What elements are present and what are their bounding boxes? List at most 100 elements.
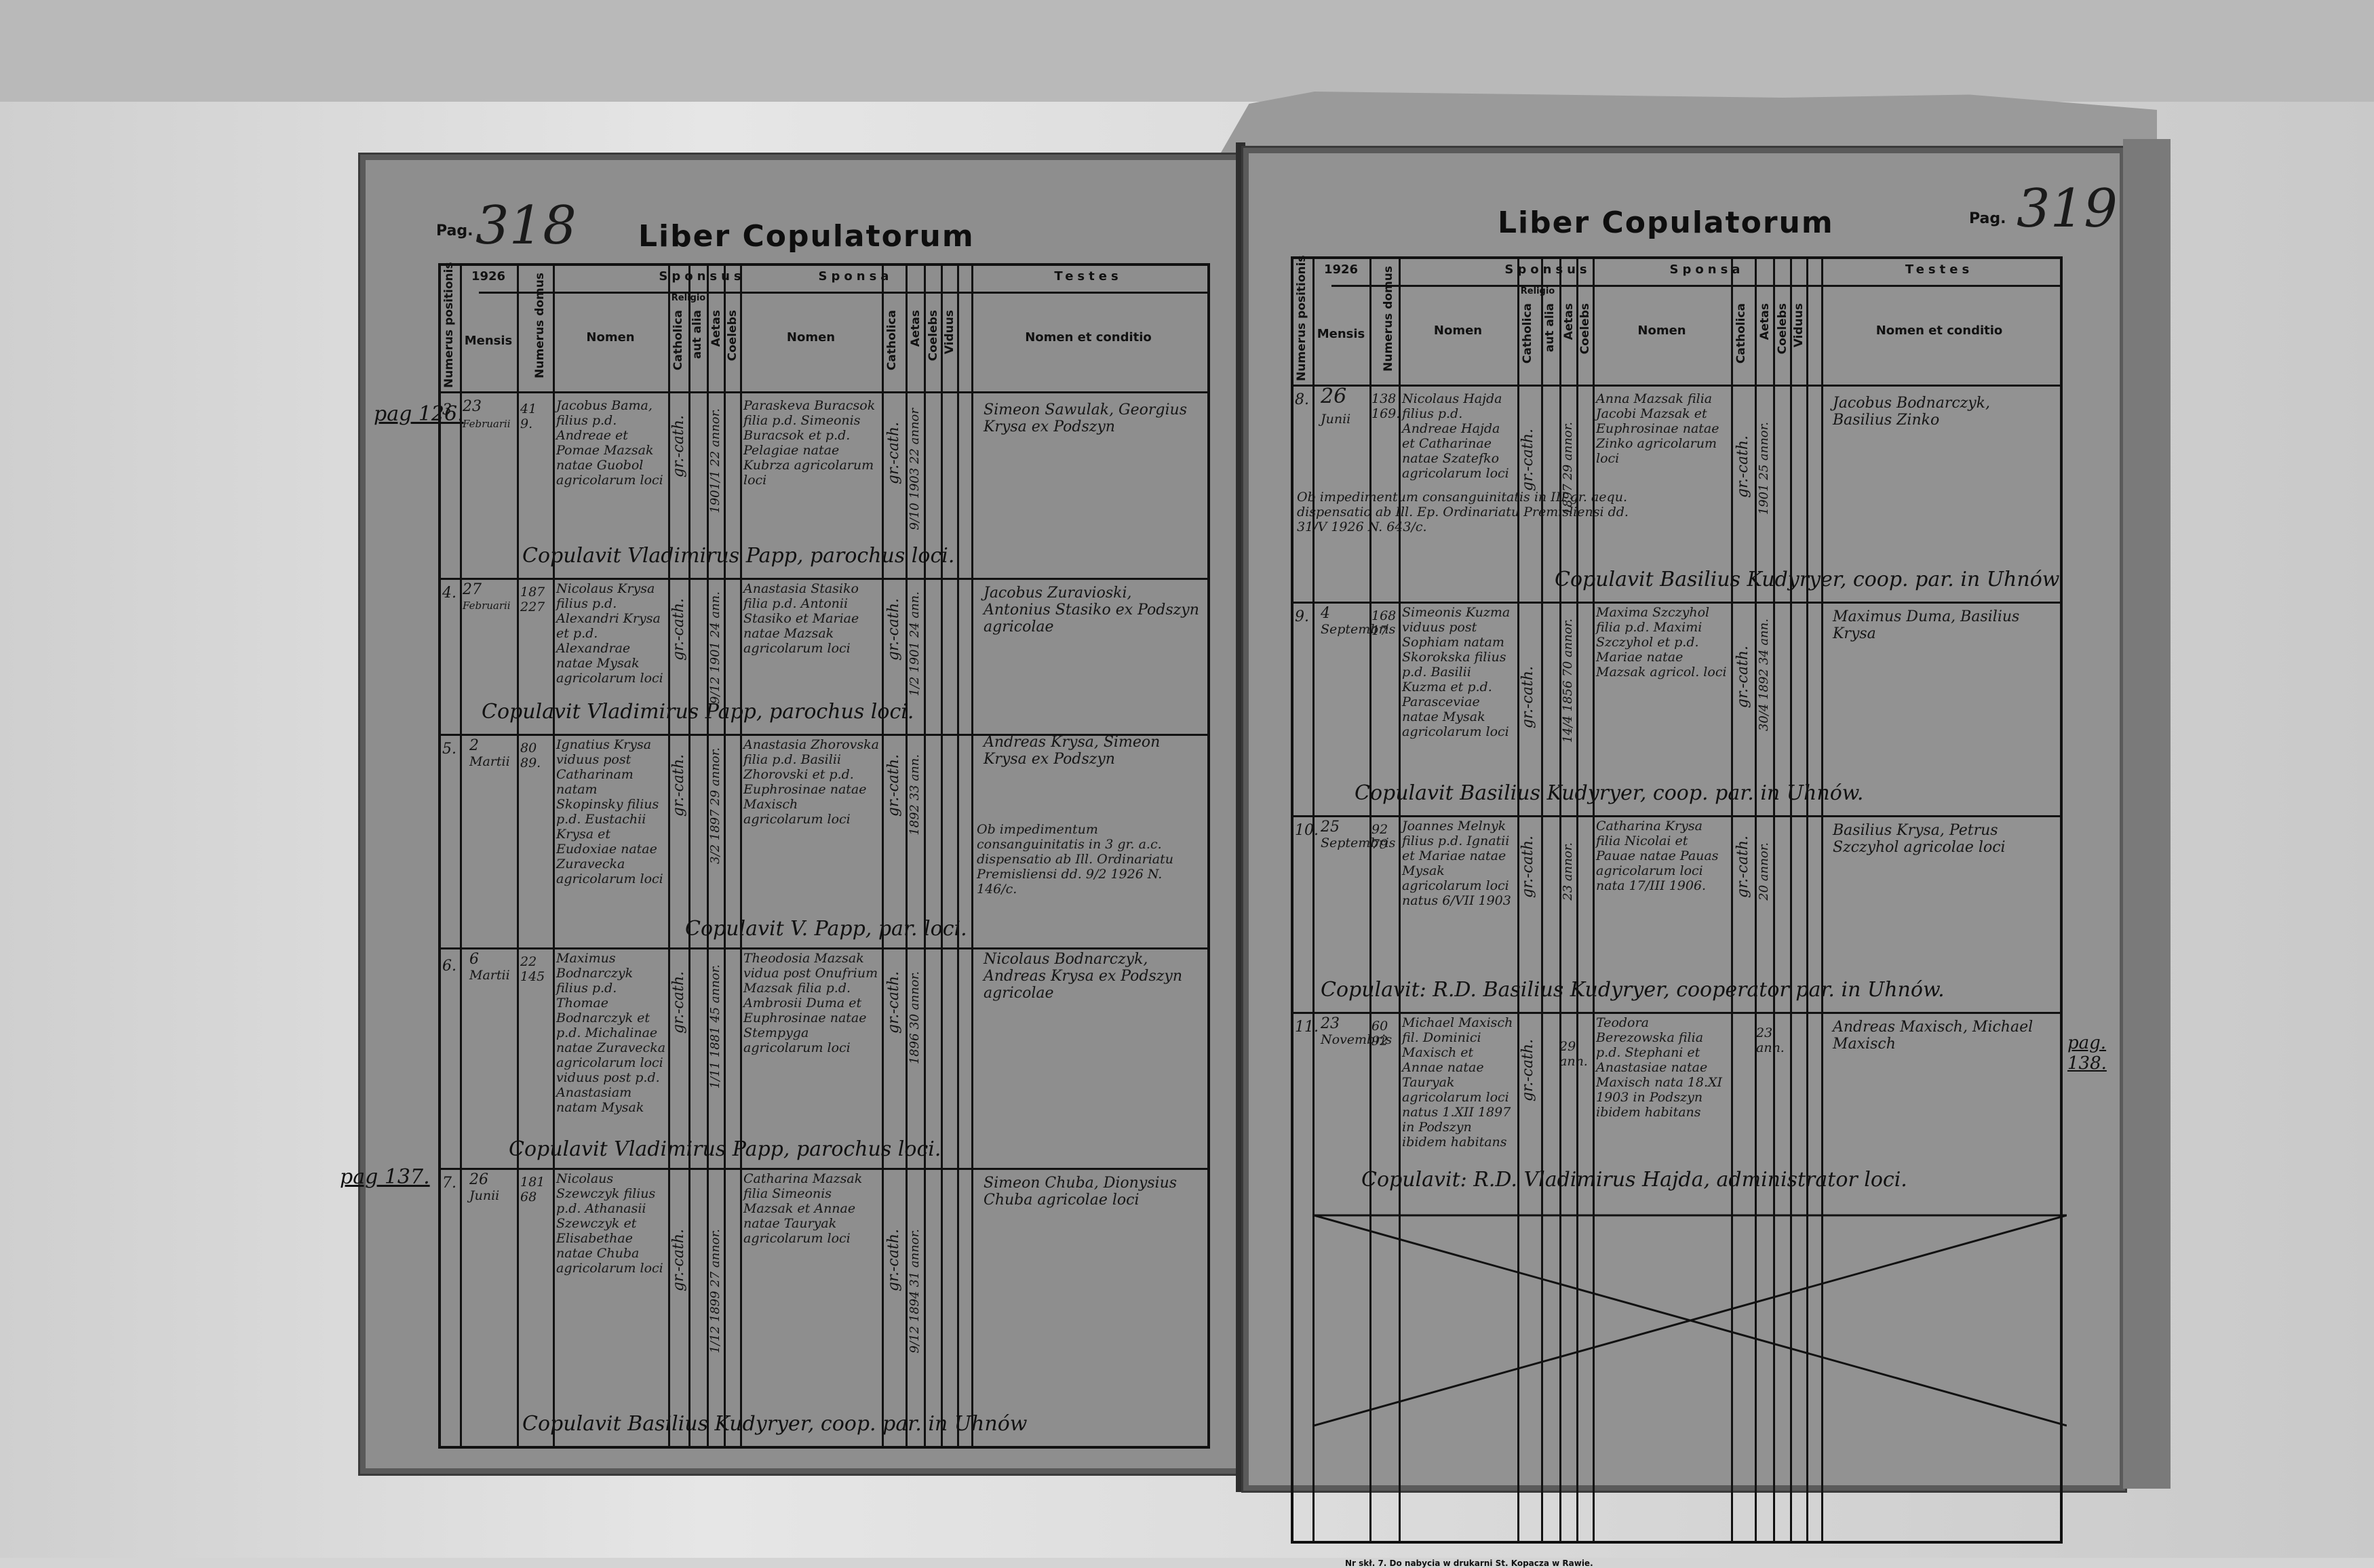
header-sponsus-nomen: Nomen <box>1433 324 1483 338</box>
entry-sponsa: Theodosia Mazsak vidua post Onufrium Maz… <box>743 951 878 1055</box>
entry-month: Septembris <box>1321 836 1396 850</box>
entry-domus: 22 145 <box>520 954 545 984</box>
header-mensis: Mensis <box>464 334 513 348</box>
entry-sponsa-aetas: 23 ann. <box>1756 1025 1785 1055</box>
entry-sponsa: Anastasia Zhorovska filia p.d. Basilii Z… <box>743 737 879 827</box>
entry-day: 27 <box>463 581 482 598</box>
page-title: Liber Copulatorum <box>1498 205 1834 240</box>
entry-sponsa-aetas: 20 annor. <box>1757 842 1771 901</box>
margin-note-pag: pag. 138. <box>2067 1033 2107 1074</box>
entry-sponsa-aetas: 9/10 1903 22 annor <box>908 408 922 530</box>
entry-testes: Simeon Chuba, Dionysius Chuba agricolae … <box>984 1175 1178 1209</box>
entry-sponsa: Catharina Krysa filia Nicolai et Pauae n… <box>1596 819 1719 893</box>
entry-testes: Andreas Maxisch, Michael Maxisch <box>1833 1019 2034 1053</box>
entry-sponsus-aetas: 23 annor. <box>1561 842 1575 901</box>
entry-sponsa-aetas: 1901 25 annor. <box>1757 422 1771 515</box>
entry-sponsus-aetas: 1901/1 22 annor. <box>708 408 722 513</box>
entry-position: 3. <box>442 401 456 418</box>
header-sponsus: Sponsus <box>1504 262 1591 277</box>
header-religio: Religio <box>671 293 706 303</box>
left-page: Pag. 318 Liber Copulatorum Numerus posit… <box>340 153 1244 1476</box>
entry-domus: 41 9. <box>520 401 537 431</box>
header-catholica: Catholica <box>1521 303 1534 364</box>
header-numerus-positionis: Numerus positionis <box>1295 255 1308 381</box>
header-numerus-positionis: Numerus positionis <box>442 262 456 388</box>
entry-sponsa-religio: gr.-cath. <box>885 971 902 1034</box>
page-title: Liber Copulatorum <box>638 219 975 254</box>
right-page: Liber Copulatorum Pag. 319 Numerus posit… <box>1241 146 2127 1568</box>
entry-sponsa-religio: gr.-cath. <box>1734 836 1751 899</box>
margin-note-pag: pag 137. <box>340 1165 430 1189</box>
entry-sponsus-aetas: 1/11 1881 45 annor. <box>708 964 722 1089</box>
entry-sponsa-religio: gr.-cath. <box>885 1229 902 1292</box>
entry-domus: 80 89. <box>520 741 541 770</box>
entry-testes: Jacobus Bodnarczyk, Basilius Zinko <box>1833 395 1990 429</box>
entry-day: 6 <box>469 951 479 968</box>
entry-sponsus: Joannes Melnyk filius p.d. Ignatii et Ma… <box>1402 819 1511 908</box>
entry-domus: 92 79 <box>1371 822 1388 852</box>
entry-sponsus-religio: gr.-cath. <box>670 1229 687 1292</box>
entry-position: 10. <box>1295 822 1319 839</box>
entry-copulavit: Copulavit: R.D. Vladimirus Hajda, admini… <box>1361 1168 1907 1192</box>
entry-copulavit: Copulavit Basilius Kudyryer, coop. par. … <box>1555 568 2060 591</box>
entry-position: 5. <box>442 741 456 758</box>
entry-position: 4. <box>442 585 456 602</box>
header-sponsa-catholica: Catholica <box>1734 303 1748 364</box>
header-aetas: Aetas <box>709 310 723 347</box>
entry-sponsa: Paraskeva Buracsok filia p.d. Simeonis B… <box>743 398 876 488</box>
header-testes: Testes <box>1905 262 1974 277</box>
entry-day: 23 <box>1321 1015 1340 1032</box>
entry-sponsus-religio: gr.-cath. <box>1519 836 1536 899</box>
entry-domus: 181 68 <box>520 1175 545 1204</box>
header-sponsus-nomen: Nomen <box>586 330 635 345</box>
entry-copulavit: Copulavit Vladimirus Papp, parochus loci… <box>509 1137 941 1161</box>
entry-sponsa: Catharina Mazsak filia Simeonis Mazsak e… <box>743 1171 863 1246</box>
entry-month: Februarii <box>463 600 511 612</box>
entry-sponsa-religio: gr.-cath. <box>885 422 902 485</box>
entry-day: 26 <box>469 1171 488 1188</box>
header-catholica: Catholica <box>672 310 685 371</box>
entry-position: 9. <box>1295 608 1309 625</box>
entry-month: Junii <box>1321 412 1351 427</box>
entry-sponsus-religio: gr.-cath. <box>670 754 687 817</box>
header-sponsa-viduus: Viduus <box>943 310 956 355</box>
entry-sponsa-religio: gr.-cath. <box>885 754 902 817</box>
entry-domus: 187 227 <box>520 585 545 614</box>
header-coelebs: Coelebs <box>1578 303 1592 355</box>
entry-position: 8. <box>1295 391 1309 408</box>
header-aut-alia: aut alia <box>690 310 704 359</box>
page-number: 319 <box>2017 178 2118 239</box>
cancellation-cross <box>1314 1214 2067 1427</box>
entry-sponsus-religio: gr.-cath. <box>670 598 687 661</box>
header-sponsa-aetas: Aetas <box>909 310 922 347</box>
entry-sponsus-religio: gr.-cath. <box>1519 429 1536 492</box>
entry-sponsus: Nicolaus Szewczyk filius p.d. Athanasii … <box>556 1171 663 1276</box>
entry-sponsus: Jacobus Bama, filius p.d. Andreae et Pom… <box>556 398 663 488</box>
entry-copulavit: Copulavit Vladimirus Papp, parochus loci… <box>482 700 914 724</box>
header-aetas: Aetas <box>1562 303 1576 340</box>
header-year: 1926 <box>1323 262 1359 277</box>
entry-month: Junii <box>469 1188 500 1203</box>
entry-testes: Basilius Krysa, Petrus Szczyhol agricola… <box>1833 822 2006 856</box>
entry-domus: 168 17 <box>1371 608 1397 638</box>
entry-month: Martii <box>469 968 510 983</box>
entry-day: 26 <box>1321 385 1347 408</box>
entry-sponsus-religio: gr.-cath. <box>670 971 687 1034</box>
header-mensis: Mensis <box>1317 327 1365 341</box>
entry-copulavit: Copulavit: R.D. Basilius Kudyryer, coope… <box>1321 978 1945 1002</box>
entry-day: 23 <box>463 398 482 415</box>
entry-sponsus-religio: gr.-cath. <box>670 415 687 478</box>
entry-testes: Jacobus Zuravioski, Antonius Stasiko ex … <box>984 585 1199 635</box>
entry-sponsus: Simeonis Kuzma viduus post Sophiam natam… <box>1402 605 1511 739</box>
entry-dispensatio-note: Ob impedimentum consanguinitatis in III … <box>1297 490 1629 534</box>
entry-domus: 60 92 <box>1371 1019 1388 1048</box>
register-table: Numerus positionis 1926 Mensis Numerus d… <box>1291 255 2067 1544</box>
pag-label: Pag. <box>436 222 473 239</box>
entry-month: Septembris <box>1321 622 1396 637</box>
entry-sponsus-religio: gr.-cath. <box>1519 666 1536 729</box>
entry-copulavit: Copulavit Basilius Kudyryer, coop. par. … <box>522 1412 1028 1436</box>
entry-copulavit: Copulavit Vladimirus Papp, parochus loci… <box>522 544 955 568</box>
header-testes: Testes <box>1054 269 1123 283</box>
entry-day: 4 <box>1321 605 1330 622</box>
header-sponsus: Sponsus <box>659 269 745 283</box>
